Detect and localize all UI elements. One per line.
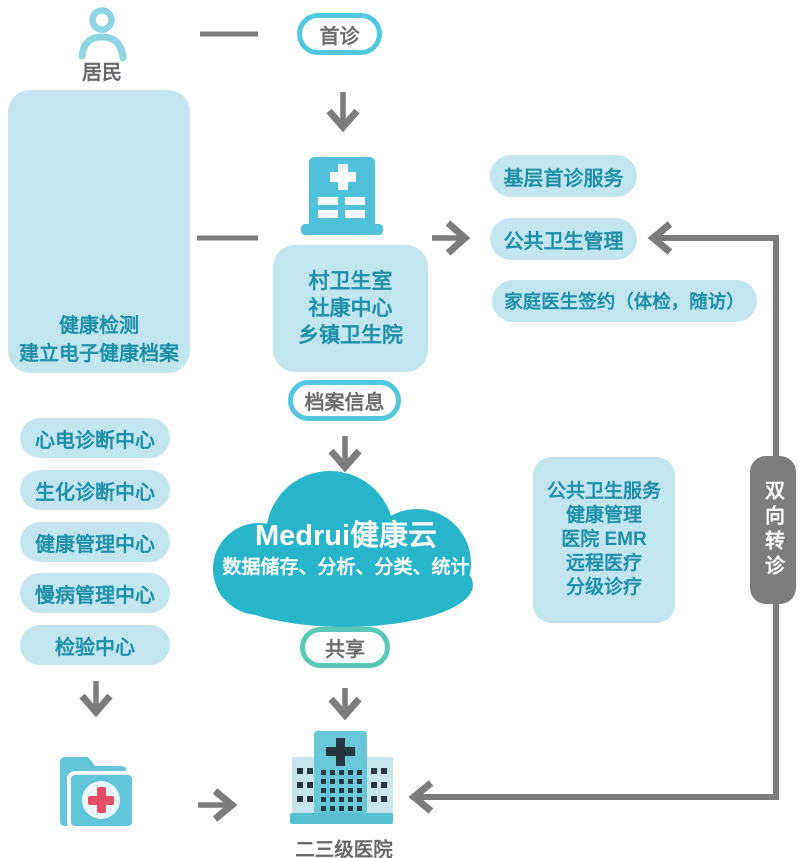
kiosk-caption-line2: 建立电子健康档案 [19,343,179,365]
first-visit-pill: 首诊 [297,13,382,55]
resident-label: 居民 [82,62,122,84]
primary-service-pill-2: 公共卫生管理 [490,218,637,260]
kiosk-caption-line1: 健康检测 [59,315,139,337]
cloud-subtitle: 数据储存、分析、分类、统计 [222,557,470,578]
cloud-title: Medrui健康云 [254,520,438,552]
hospital-label: 二三级医院 [295,839,393,858]
health-cloud-icon [213,471,473,627]
arrow-share-down [328,688,362,721]
center-pill-health-mgmt: 健康管理中心 [20,522,170,562]
cloud-services-box: 公共卫生服务 健康管理 医院 EMR 远程医疗 分级诊疗 [533,457,675,623]
cloud-service-line5: 分级诊疗 [565,577,642,598]
arrow-centers-down [79,681,113,718]
clinic-building-icon [301,157,383,235]
clinic-line2: 社康中心 [308,297,393,320]
arrow-archive-down [328,436,362,473]
arrow-clinic-right [432,220,471,256]
clinic-box: 村卫生室 社康中心 乡镇卫生院 [273,245,428,372]
archive-info-pill: 档案信息 [288,380,401,421]
bidirectional-referral-badge: 双向转诊 [750,456,796,604]
health-check-kiosk-box: 健康检测 建立电子健康档案 [8,90,190,373]
center-pill-lab: 检验中心 [20,625,170,665]
center-pill-chronic: 慢病管理中心 [20,573,170,613]
share-pill: 共享 [300,627,390,668]
hospital-building-icon [290,731,393,824]
cloud-text-block: Medrui健康云 数据储存、分析、分类、统计 [218,519,474,580]
cloud-service-line4: 远程医疗 [565,553,642,574]
arrow-folder-right [198,788,238,822]
cloud-service-line3: 医院 EMR [561,529,647,550]
clinic-line3: 乡镇卫生院 [298,324,403,347]
resident-person-icon [78,7,127,62]
center-pill-ecg: 心电诊断中心 [20,418,170,458]
center-pill-biochem: 生化诊断中心 [20,470,170,510]
cloud-service-line2: 健康管理 [565,505,642,526]
medical-records-folder-icon [60,757,136,830]
arrow-firstvisit-down [326,92,360,133]
primary-service-pill-3: 家庭医生签约（体检，随访） [492,280,757,322]
clinic-line1: 村卫生室 [308,270,393,293]
cloud-service-line1: 公共卫生服务 [546,481,661,502]
primary-service-pill-1: 基层首诊服务 [490,155,637,197]
